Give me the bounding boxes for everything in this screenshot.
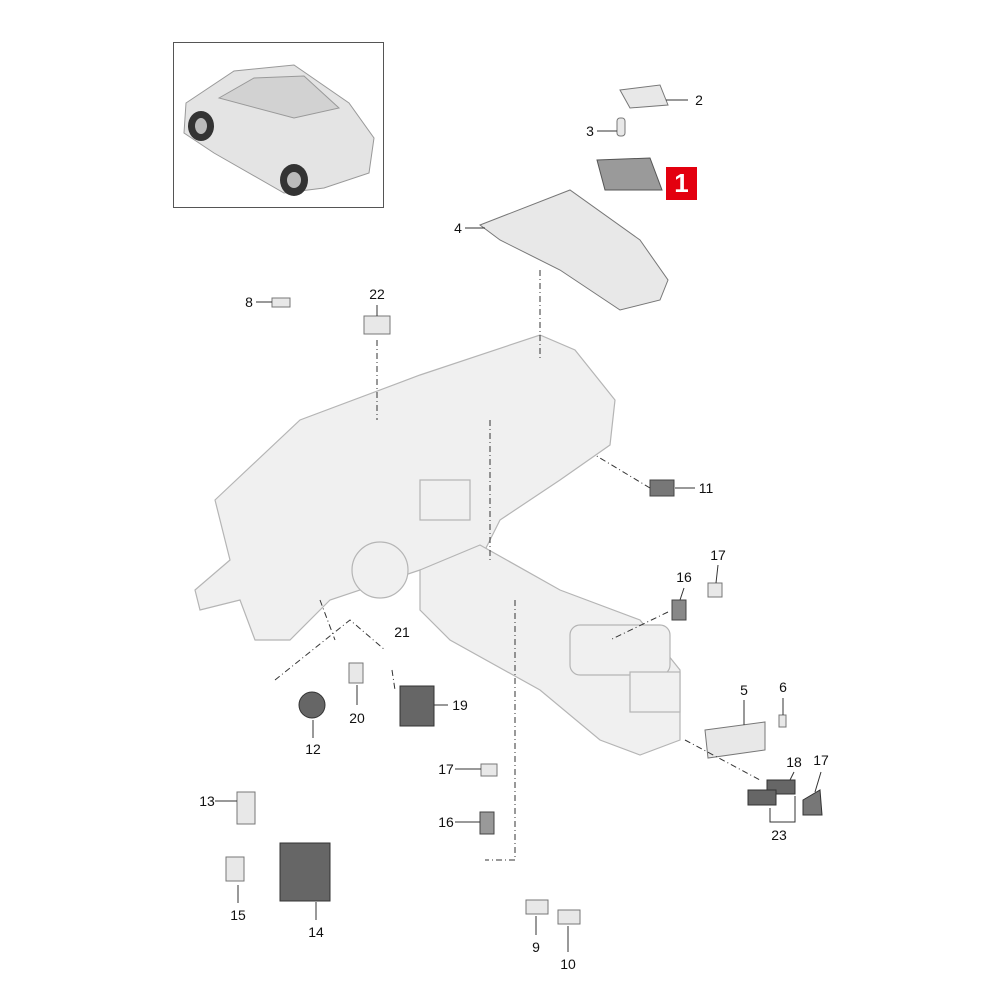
part-10	[557, 909, 581, 925]
part-5	[704, 721, 766, 759]
callout-23[interactable]: 23	[771, 827, 787, 843]
callout-17[interactable]: 17	[710, 547, 726, 563]
part-23	[747, 789, 777, 806]
callout-2[interactable]: 2	[695, 92, 703, 108]
callout-12[interactable]: 12	[305, 741, 321, 757]
vehicle-thumbnail	[173, 42, 384, 208]
part-2	[619, 84, 669, 109]
part-15	[225, 856, 245, 882]
part-8	[271, 297, 291, 308]
callout-16[interactable]: 16	[676, 569, 692, 585]
steering-wheel	[351, 541, 409, 599]
callout-19[interactable]: 19	[452, 697, 468, 713]
callout-8[interactable]: 8	[245, 294, 253, 310]
callout-6[interactable]: 6	[779, 679, 787, 695]
callout-3[interactable]: 3	[586, 123, 594, 139]
part-4	[478, 189, 669, 311]
callout-9[interactable]: 9	[532, 939, 540, 955]
callout-10[interactable]: 10	[560, 956, 576, 972]
callout-15[interactable]: 15	[230, 907, 246, 923]
part-16a	[671, 599, 687, 621]
callout-13[interactable]: 13	[199, 793, 215, 809]
armrest	[569, 624, 671, 676]
part-16b	[479, 811, 495, 835]
part-17c	[802, 789, 823, 816]
callout-22[interactable]: 22	[369, 286, 385, 302]
part-19	[399, 685, 435, 727]
callout-11[interactable]: 11	[698, 480, 714, 496]
part-1	[596, 157, 663, 191]
rear-vents	[629, 671, 681, 713]
part-20	[348, 662, 364, 684]
callout-17[interactable]: 17	[438, 761, 454, 777]
center-display	[419, 479, 471, 521]
part-22	[363, 315, 391, 335]
callout-18[interactable]: 18	[786, 754, 802, 770]
callout-17[interactable]: 17	[813, 752, 829, 768]
car-icon	[183, 64, 375, 196]
highlighted-part-label[interactable]: 1	[666, 167, 697, 200]
part-13	[236, 791, 256, 825]
callout-20[interactable]: 20	[349, 710, 365, 726]
center-console	[419, 544, 681, 756]
part-9	[525, 899, 549, 915]
part-17a	[707, 582, 723, 598]
part-3	[616, 117, 626, 137]
callout-14[interactable]: 14	[308, 924, 324, 940]
part-6	[778, 714, 787, 728]
part-14	[279, 842, 331, 902]
part-17b	[480, 763, 498, 777]
part-11	[649, 479, 675, 497]
part-12	[298, 691, 326, 719]
callout-4[interactable]: 4	[454, 220, 462, 236]
callout-16[interactable]: 16	[438, 814, 454, 830]
callout-5[interactable]: 5	[740, 682, 748, 698]
callout-21[interactable]: 21	[394, 624, 410, 640]
